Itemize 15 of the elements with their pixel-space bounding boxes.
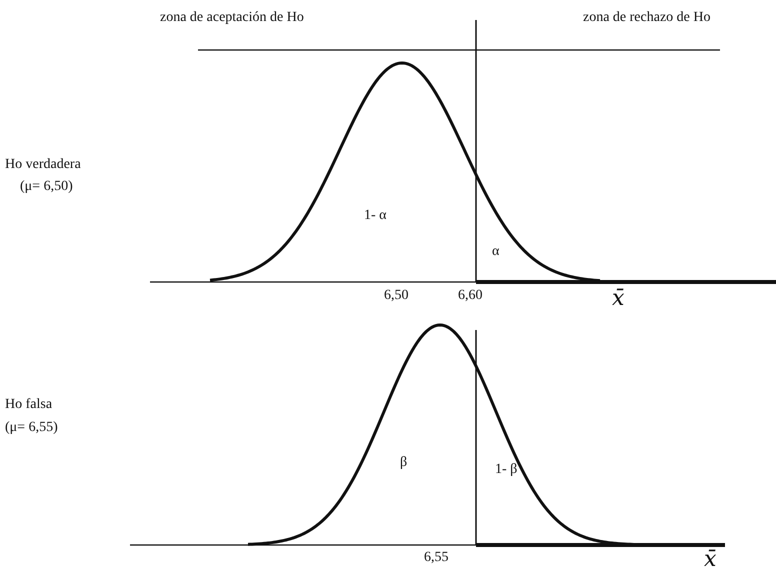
region-label: zona de rechazo de Ho	[583, 10, 710, 26]
region-label: zona de aceptación de Ho	[160, 10, 304, 26]
area-label: α	[492, 244, 500, 260]
hypothesis-label: Ho verdadera	[5, 157, 81, 172]
hypothesis-label: (μ= 6,55)	[5, 420, 58, 436]
hypothesis-label: (μ= 6,50)	[20, 179, 73, 194]
axis-label: x̄	[612, 287, 624, 312]
tick-label: 6,55	[424, 550, 448, 566]
tick-label: 6,60	[458, 288, 482, 304]
area-label: 1- β	[495, 462, 518, 478]
hypothesis-label: Ho falsa	[5, 397, 52, 412]
tick-label: 6,50	[384, 288, 408, 304]
axis-label: x̄	[704, 548, 716, 572]
area-label: β	[400, 455, 408, 470]
area-label: 1- α	[364, 208, 386, 224]
